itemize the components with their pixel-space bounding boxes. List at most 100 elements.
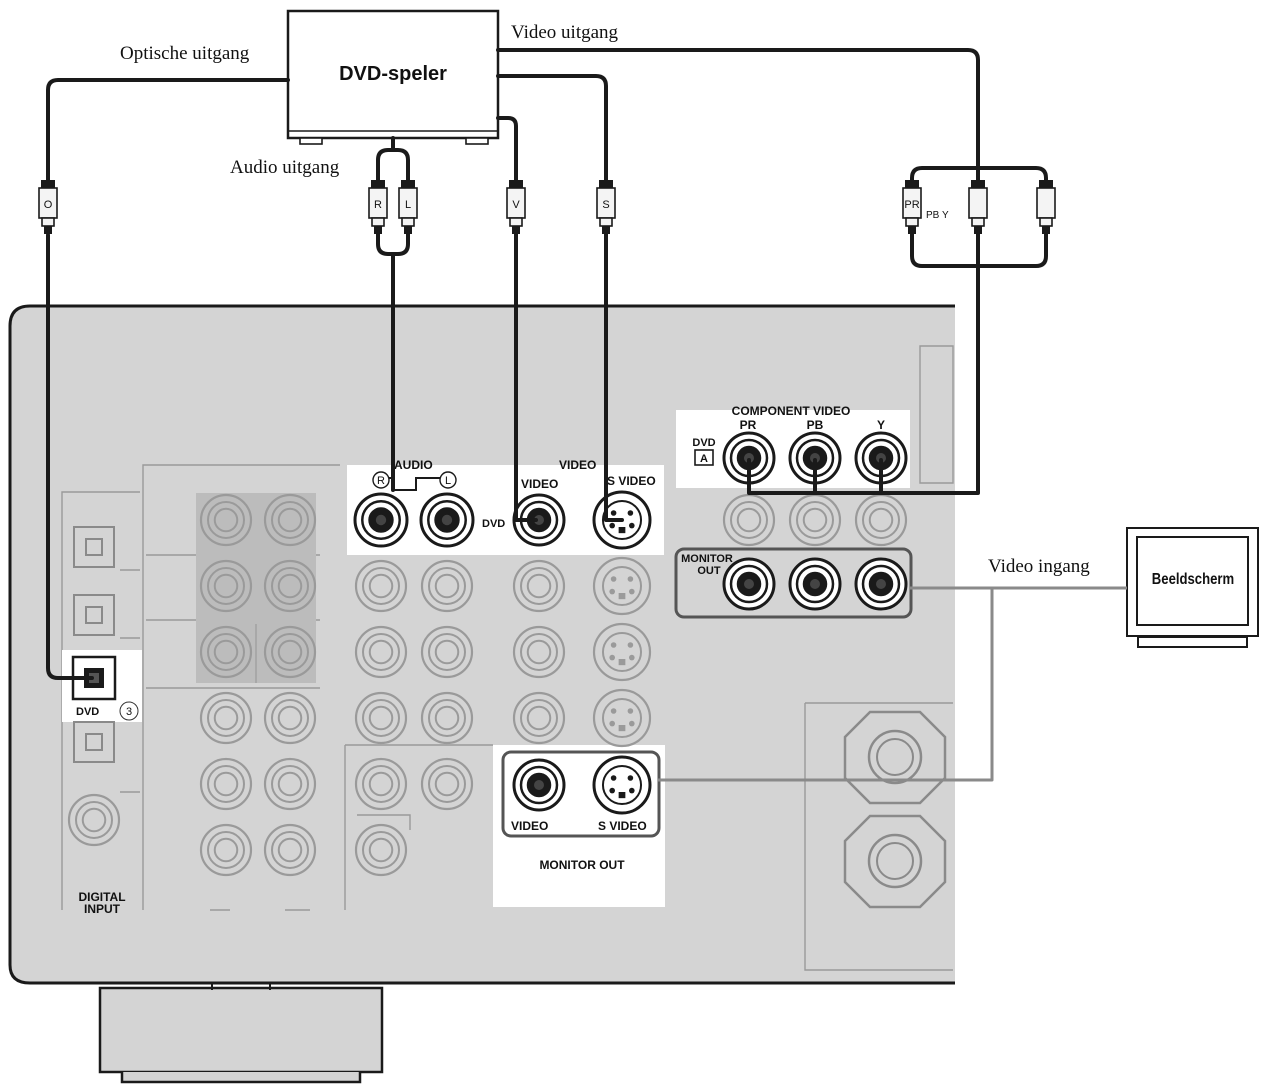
video-in-label: Video ingang	[988, 556, 1090, 577]
dvd-player-name: DVD-speler	[339, 63, 447, 85]
unused-rca-jack[interactable]	[354, 823, 408, 877]
optical-jack[interactable]	[73, 594, 115, 636]
monitor-cable	[658, 586, 1127, 782]
unused-rca-jack[interactable]	[420, 559, 474, 613]
unused-rca-jack[interactable]	[420, 757, 474, 811]
audio-in-right-jack[interactable]	[353, 492, 409, 548]
panel-section-outlines	[61, 345, 954, 971]
audio-left-marker: L	[439, 471, 457, 489]
comp-monitor-out-label-1: MONITOR	[681, 553, 733, 565]
unused-rca-jack[interactable]	[199, 691, 253, 745]
dvd-player: DVD-speler	[286, 9, 500, 145]
component-pb-plug	[968, 180, 988, 234]
optical-jack[interactable]	[73, 526, 115, 568]
cables	[46, 48, 1127, 782]
unused-rca-jack[interactable]	[512, 625, 566, 679]
monitor-out-video-label: VIDEO	[511, 819, 548, 833]
svg-text:A: A	[700, 453, 708, 465]
svideo-jack-label: S VIDEO	[607, 474, 656, 488]
unused-rca-jack[interactable]	[263, 691, 317, 745]
audio-right-marker: R	[372, 471, 390, 489]
monitor-out-group: VIDEO S VIDEO MONITOR OUT	[501, 750, 661, 872]
monitor-out-svideo-label: S VIDEO	[598, 819, 647, 833]
video-out-label: Video uitgang	[511, 22, 619, 43]
svg-text:V: V	[512, 199, 520, 211]
video-group-label: VIDEO	[559, 458, 596, 472]
dvd-row-label: DVD	[482, 518, 505, 530]
comp-monitor-out-label-2: OUT	[697, 565, 721, 577]
audio-group-label: AUDIO	[394, 458, 433, 472]
monitor-out-label: MONITOR OUT	[539, 858, 625, 872]
unused-rca-jack[interactable]	[199, 625, 253, 679]
optical-out-label: Optische uitgang	[120, 43, 250, 64]
unused-rca-jack[interactable]	[420, 691, 474, 745]
coaxial-jack[interactable]	[67, 793, 121, 847]
display-name: Beeldscherm	[1152, 571, 1234, 588]
svg-text:O: O	[44, 199, 53, 211]
unused-rca-jack[interactable]	[354, 559, 408, 613]
svg-text:R: R	[374, 199, 382, 211]
svg-text:PR: PR	[904, 199, 919, 211]
component-y-plug	[1036, 180, 1056, 234]
optical-cable	[46, 78, 290, 182]
display-monitor: Beeldscherm	[1126, 527, 1259, 648]
unused-rca-jack[interactable]	[420, 625, 474, 679]
svg-text:R: R	[377, 475, 385, 487]
svg-text:L: L	[405, 199, 411, 211]
video-plug: V	[506, 180, 526, 234]
audio-out-label: Audio uitgang	[230, 157, 340, 178]
coaxial-jack-ring[interactable]	[67, 793, 121, 847]
comp-pb-label: PB	[807, 418, 824, 432]
cable-plugs: O R L V S PR PB Y	[38, 180, 1056, 234]
monitor-out-video-jack[interactable]	[512, 758, 566, 812]
comp-pr-label: PR	[740, 418, 757, 432]
digital-input-label-2: INPUT	[84, 902, 121, 916]
unused-rca-jack[interactable]	[199, 493, 253, 547]
unused-rca-jack[interactable]	[199, 559, 253, 613]
unused-svideo-jack[interactable]	[592, 688, 652, 748]
unused-svideo-jack[interactable]	[592, 622, 652, 682]
video-jack-label: VIDEO	[521, 477, 558, 491]
receiver-rear-panel: DVD 3 DIGITAL INPUT AUDIO VIDEO R L	[8, 304, 955, 1084]
unused-rca-jack[interactable]	[263, 823, 317, 877]
component-monitor-out-y-jack[interactable]	[854, 557, 908, 611]
optical-plug: O	[38, 180, 58, 234]
video-in-jack[interactable]	[512, 493, 566, 547]
monitor-out-svideo-jack[interactable]	[592, 755, 652, 815]
audio-left-plug: L	[398, 180, 418, 234]
optical-jack[interactable]	[73, 721, 115, 763]
unused-jacks	[199, 493, 908, 877]
audio-in-left-jack[interactable]	[419, 492, 475, 548]
component-video-label: COMPONENT VIDEO	[732, 404, 851, 418]
component-video-group: COMPONENT VIDEO PR PB Y DVD A MONITOR OU…	[674, 404, 913, 619]
unused-rca-jack[interactable]	[199, 757, 253, 811]
component-pr-plug: PR	[902, 180, 922, 234]
component-monitor-out-pr-jack[interactable]	[722, 557, 776, 611]
unused-rca-jack[interactable]	[263, 625, 317, 679]
unused-rca-jack[interactable]	[263, 493, 317, 547]
component-monitor-out-pb-jack[interactable]	[788, 557, 842, 611]
composite-video-cable	[496, 116, 518, 182]
unused-rca-jack[interactable]	[854, 493, 908, 547]
digital-number-badge	[119, 701, 139, 721]
svg-text:S: S	[602, 199, 609, 211]
unused-rca-jack[interactable]	[199, 823, 253, 877]
unused-rca-jack[interactable]	[354, 691, 408, 745]
comp-dvd-badge	[694, 449, 714, 466]
unused-rca-jack[interactable]	[263, 559, 317, 613]
unused-rca-jack[interactable]	[263, 757, 317, 811]
svideo-plug: S	[596, 180, 616, 234]
unused-rca-jack[interactable]	[512, 559, 566, 613]
unused-svideo-jack[interactable]	[592, 556, 652, 616]
unused-rca-jack[interactable]	[354, 757, 408, 811]
unused-rca-jack[interactable]	[512, 691, 566, 745]
component-pb-y-plug-label: PB Y	[926, 210, 949, 221]
speaker-terminals	[843, 710, 947, 909]
audio-cable	[376, 136, 410, 182]
svg-text:L: L	[445, 475, 451, 487]
digital-dvd-label: DVD	[76, 706, 99, 718]
comp-y-label: Y	[877, 418, 885, 432]
unused-rca-jack[interactable]	[354, 625, 408, 679]
component-video-cable	[496, 48, 1048, 188]
comp-dvd-label: DVD	[692, 437, 715, 449]
